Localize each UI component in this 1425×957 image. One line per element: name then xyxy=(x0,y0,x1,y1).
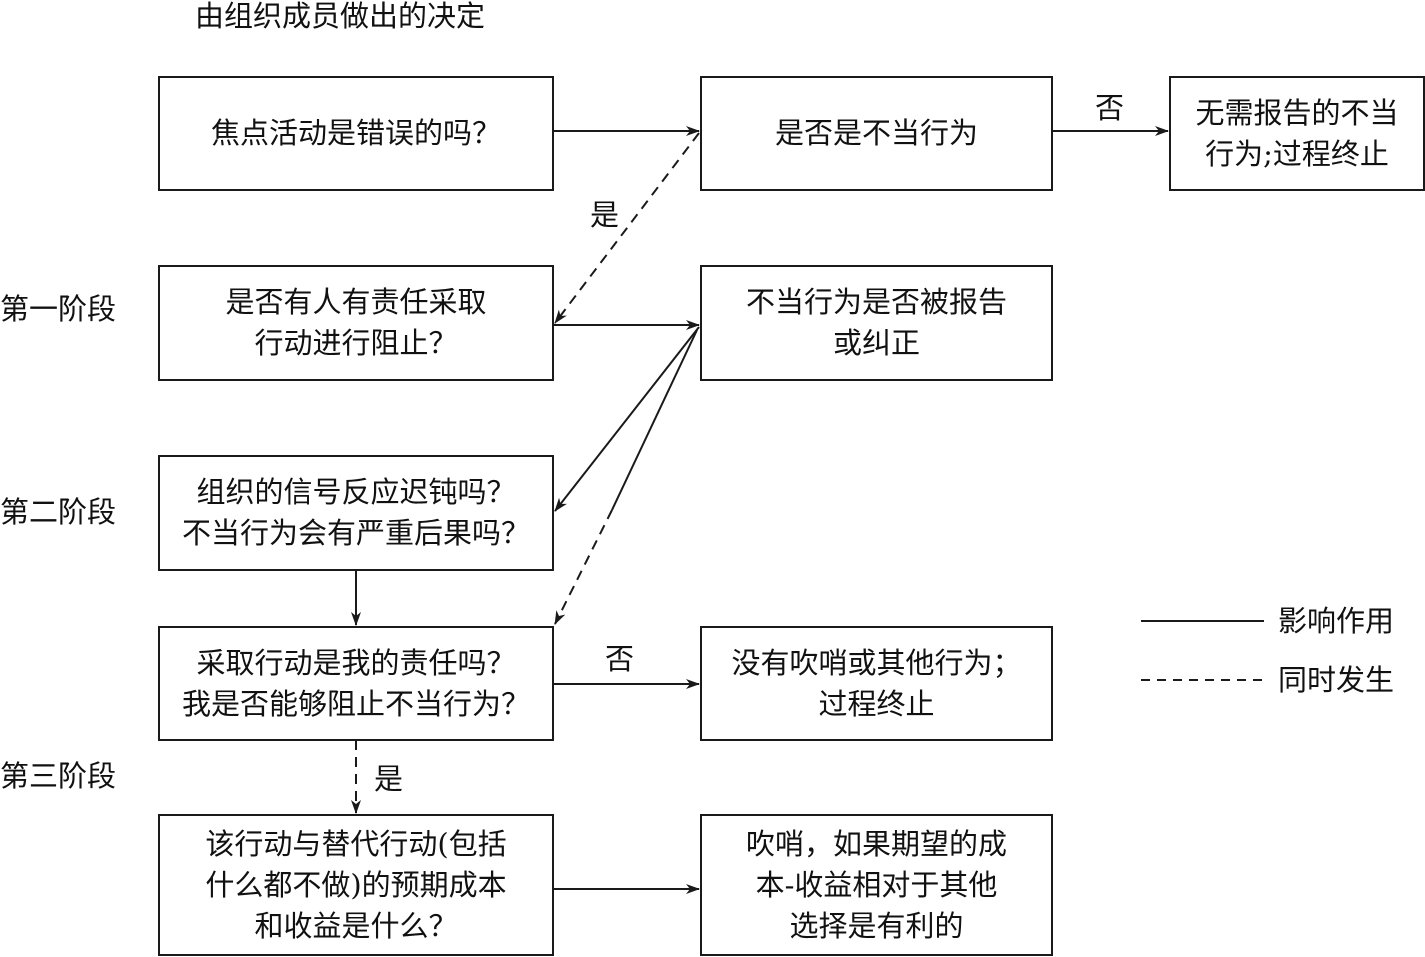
box-text: 行为;过程终止 xyxy=(1205,136,1389,171)
box-whistleblow: 吹哨，如果期望的成 本-收益相对于其他 选择是有利的 xyxy=(700,814,1053,956)
box-org-signals: 组织的信号反应迟钝吗？ 不当行为会有严重后果吗？ xyxy=(158,455,554,571)
box-focal-activity: 焦点活动是错误的吗？ xyxy=(158,76,554,191)
box-is-misconduct: 是否是不当行为 xyxy=(700,76,1053,191)
box-text: 该行动与替代行动(包括 xyxy=(205,826,507,861)
box-no-whistleblowing: 没有吹哨或其他行为； 过程终止 xyxy=(700,626,1053,741)
box-text: 我是否能够阻止不当行为？ xyxy=(181,686,530,721)
edge-label-no-mid: 否 xyxy=(605,642,635,676)
legend-dashed-label: 同时发生 xyxy=(1278,663,1395,697)
box-my-responsibility: 采取行动是我的责任吗？ 我是否能够阻止不当行为？ xyxy=(158,626,554,741)
box-text: 不当行为会有严重后果吗？ xyxy=(181,516,530,550)
box-someone-responsible: 是否有人有责任采取 行动进行阻止？ xyxy=(158,265,554,381)
box-reported-or-corrected: 不当行为是否被报告 或纠正 xyxy=(700,265,1053,381)
box-text: 无需报告的不当 xyxy=(1195,95,1399,130)
box-text: 吹哨，如果期望的成 xyxy=(745,826,1007,861)
edge-reported-to-signals xyxy=(554,326,700,512)
box-text: 组织的信号反应迟钝吗？ xyxy=(196,475,516,509)
edge-reported-to-my-duty-dashed xyxy=(554,509,613,625)
edge-misconduct-to-responsible xyxy=(554,132,700,324)
box-text: 过程终止 xyxy=(818,686,935,721)
edge-label-no-top: 否 xyxy=(1095,91,1125,125)
box-text: 行动进行阻止？ xyxy=(254,326,458,360)
stage-label-2: 第二阶段 xyxy=(0,495,117,529)
box-text: 焦点活动是错误的吗？ xyxy=(210,116,501,150)
box-text: 本-收益相对于其他 xyxy=(755,867,998,902)
stage-label-3: 第三阶段 xyxy=(0,759,117,793)
box-no-report-needed: 无需报告的不当 行为;过程终止 xyxy=(1169,76,1425,191)
box-text: 采取行动是我的责任吗？ xyxy=(196,645,516,680)
box-text: 和收益是什么？ xyxy=(254,908,458,943)
edge-label-yes-diag: 是 xyxy=(590,198,620,232)
box-text: 选择是有利的 xyxy=(789,908,964,943)
box-text: 是否有人有责任采取 xyxy=(225,285,487,319)
box-text: 没有吹哨或其他行为； xyxy=(731,645,1022,680)
box-cost-benefit: 该行动与替代行动(包括 什么都不做)的预期成本 和收益是什么？ xyxy=(158,814,554,956)
legend-solid-label: 影响作用 xyxy=(1278,604,1395,638)
stage-label-1: 第一阶段 xyxy=(0,292,117,326)
box-text: 或纠正 xyxy=(832,326,920,360)
box-text: 是否是不当行为 xyxy=(774,116,978,150)
edge-reported-to-my-duty-solid xyxy=(611,329,698,511)
box-text: 什么都不做)的预期成本 xyxy=(205,867,507,902)
box-text: 不当行为是否被报告 xyxy=(745,285,1007,319)
edge-label-yes-bottom: 是 xyxy=(374,762,404,796)
diagram-title: 由组织成员做出的决定 xyxy=(195,0,486,33)
